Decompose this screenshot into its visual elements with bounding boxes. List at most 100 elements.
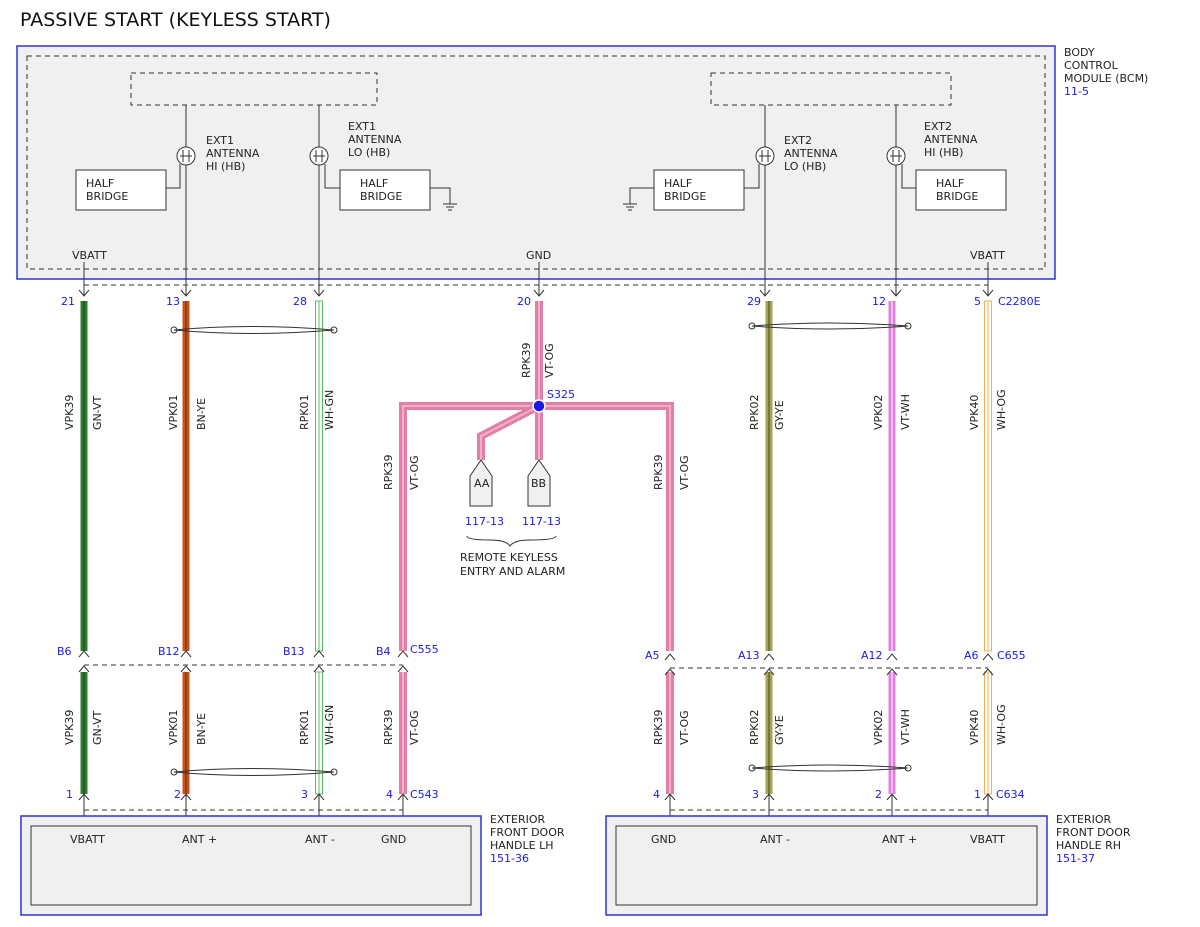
wire-circuit-label: RPK02 bbox=[748, 710, 761, 746]
door-rh-pin-label: ANT + bbox=[882, 833, 917, 846]
bcm-pin-label-gnd: GND bbox=[526, 249, 551, 262]
door-lh-pin-2: 2 bbox=[174, 788, 181, 801]
antenna-4-line2: ANTENNA bbox=[924, 133, 978, 146]
door-rh-name-line1: EXTERIOR bbox=[1056, 813, 1112, 826]
wire-circuit-label: VPK02 bbox=[872, 395, 885, 430]
inline-pin-b6: B6 bbox=[57, 645, 72, 658]
wire-circuit-label: VPK39 bbox=[63, 710, 76, 745]
wire-color-label: GY-YE bbox=[773, 715, 786, 745]
stub-brace bbox=[466, 535, 557, 547]
stub-bb-ref-link[interactable]: 117-13 bbox=[522, 515, 561, 528]
antenna-2-line3: LO (HB) bbox=[348, 146, 390, 159]
inline-pin-a12: A12 bbox=[861, 649, 883, 662]
wire-bn-ye bbox=[182, 301, 190, 794]
door-lh-pin-label: GND bbox=[381, 833, 406, 846]
door-rh-pin-4: 4 bbox=[653, 788, 660, 801]
splice-s325-dot bbox=[532, 399, 546, 413]
antenna-ext1-lo: HALF BRIDGE EXT1 ANTENNA LO (HB) bbox=[309, 105, 457, 296]
door-rh-pin-2: 2 bbox=[875, 788, 882, 801]
wire-labels-lower: VPK39 GN-VT VPK01 BN-YE RPK01 WH-GN RPK3… bbox=[63, 704, 1008, 745]
inline-pin-a6: A6 bbox=[964, 649, 979, 662]
wire-gn-vt bbox=[80, 301, 88, 794]
antenna-3-line1: EXT2 bbox=[784, 134, 812, 147]
wire-circuit-label: RPK39 bbox=[652, 710, 665, 746]
diagram-title: PASSIVE START (KEYLESS START) bbox=[20, 9, 331, 31]
wire-circuit-label: VPK01 bbox=[167, 710, 180, 745]
stub-caption-line2: ENTRY AND ALARM bbox=[460, 565, 565, 578]
antenna-3-line2: ANTENNA bbox=[784, 147, 838, 160]
door-rh-ref-link[interactable]: 151-37 bbox=[1056, 852, 1095, 865]
antenna-2-line2: ANTENNA bbox=[348, 133, 402, 146]
bcm-pin-12: 12 bbox=[872, 295, 886, 308]
wire-circuit-label: RPK01 bbox=[298, 710, 311, 746]
inline-pin-a5: A5 bbox=[645, 649, 660, 662]
bcm-ref-link[interactable]: 11-5 bbox=[1064, 85, 1089, 98]
bcm-connector-id: C2280E bbox=[998, 295, 1041, 308]
wire-circuit-label: RPK02 bbox=[748, 395, 761, 431]
wire-circuit-label: RPK39 bbox=[520, 343, 533, 379]
door-rh-pin-label: ANT - bbox=[760, 833, 790, 846]
door-rh-pin-1: 1 bbox=[974, 788, 981, 801]
stub-connector-aa: AA bbox=[469, 459, 493, 507]
door-lh-name-line2: FRONT DOOR bbox=[490, 826, 565, 839]
antenna-ext2-lo: HALF BRIDGE EXT2 ANTENNA LO (HB) bbox=[623, 105, 838, 296]
bcm-pin-13: 13 bbox=[166, 295, 180, 308]
door-lh-pin-3: 3 bbox=[301, 788, 308, 801]
door-rh-pin-3: 3 bbox=[752, 788, 759, 801]
bcm-connector-pins bbox=[78, 289, 994, 297]
antenna-4-line3: HI (HB) bbox=[924, 146, 963, 159]
bridge-2-label-line1: HALF bbox=[360, 177, 388, 190]
wire-color-label: VT-OG bbox=[678, 455, 691, 490]
antenna-ext2-hi: HALF BRIDGE EXT2 ANTENNA HI (HB) bbox=[886, 105, 1007, 296]
wire-color-label: GN-VT bbox=[91, 710, 104, 745]
door-handle-lh: VBATT ANT + ANT - GND bbox=[20, 815, 482, 916]
door-lh-pin-1: 1 bbox=[66, 788, 73, 801]
inline-connector-right-id: C655 bbox=[997, 649, 1026, 662]
wire-gy-ye bbox=[765, 301, 773, 794]
door-handle-rh: GND ANT - ANT + VBATT bbox=[605, 815, 1048, 916]
wire-circuit-label: VPK39 bbox=[63, 395, 76, 430]
antenna-ext1-hi: HALF BRIDGE EXT1 ANTENNA HI (HB) bbox=[75, 105, 260, 296]
wire-circuit-label: VPK01 bbox=[167, 395, 180, 430]
door-lh-pin-label: VBATT bbox=[70, 833, 105, 846]
bcm-name-line2: CONTROL bbox=[1064, 59, 1119, 72]
wire-circuit-label: RPK39 bbox=[382, 455, 395, 491]
inline-connector-pins bbox=[78, 650, 994, 676]
antenna-1-line3: HI (HB) bbox=[206, 160, 245, 173]
bridge-2-label-line2: BRIDGE bbox=[360, 190, 402, 203]
wire-circuit-label: VPK40 bbox=[968, 395, 981, 430]
bridge-1-label-line1: HALF bbox=[86, 177, 114, 190]
stub-caption-line1: REMOTE KEYLESS bbox=[460, 551, 558, 564]
stub-bb-label: BB bbox=[531, 477, 546, 490]
wire-color-label: GY-YE bbox=[773, 400, 786, 430]
bcm-pin-5: 5 bbox=[974, 295, 981, 308]
wire-color-label: VT-OG bbox=[678, 710, 691, 745]
stub-connector-bb: BB bbox=[527, 459, 551, 507]
inline-pin-b13: B13 bbox=[283, 645, 305, 658]
bcm-pin-21: 21 bbox=[61, 295, 75, 308]
wire-color-label: GN-VT bbox=[91, 395, 104, 430]
bcm-name-line3: MODULE (BCM) bbox=[1064, 72, 1148, 85]
bridge-4-label-line1: HALF bbox=[936, 177, 964, 190]
bcm-pin-20: 20 bbox=[517, 295, 531, 308]
bridge-1-label-line2: BRIDGE bbox=[86, 190, 128, 203]
wire-color-label: VT-WH bbox=[899, 709, 912, 745]
wire-wh-gn bbox=[315, 300, 323, 795]
bcm-name-line1: BODY bbox=[1064, 46, 1095, 59]
wire-vt-og bbox=[399, 301, 674, 794]
stub-aa-ref-link[interactable]: 117-13 bbox=[465, 515, 504, 528]
bridge-3-label-line2: BRIDGE bbox=[664, 190, 706, 203]
wire-color-label: VT-WH bbox=[899, 394, 912, 430]
door-connector-pins bbox=[78, 793, 994, 816]
door-lh-ref-link[interactable]: 151-36 bbox=[490, 852, 529, 865]
bcm-pin-label-vbatt-left: VBATT bbox=[72, 249, 107, 262]
inline-pin-b12: B12 bbox=[158, 645, 180, 658]
wire-circuit-label: RPK39 bbox=[652, 455, 665, 491]
door-rh-name-line2: FRONT DOOR bbox=[1056, 826, 1131, 839]
door-lh-pin-label: ANT + bbox=[182, 833, 217, 846]
bcm-pin-29: 29 bbox=[747, 295, 761, 308]
wire-color-label: WH-OG bbox=[995, 389, 1008, 430]
inline-pin-a13: A13 bbox=[738, 649, 760, 662]
door-rh-connector-id: C634 bbox=[996, 788, 1025, 801]
